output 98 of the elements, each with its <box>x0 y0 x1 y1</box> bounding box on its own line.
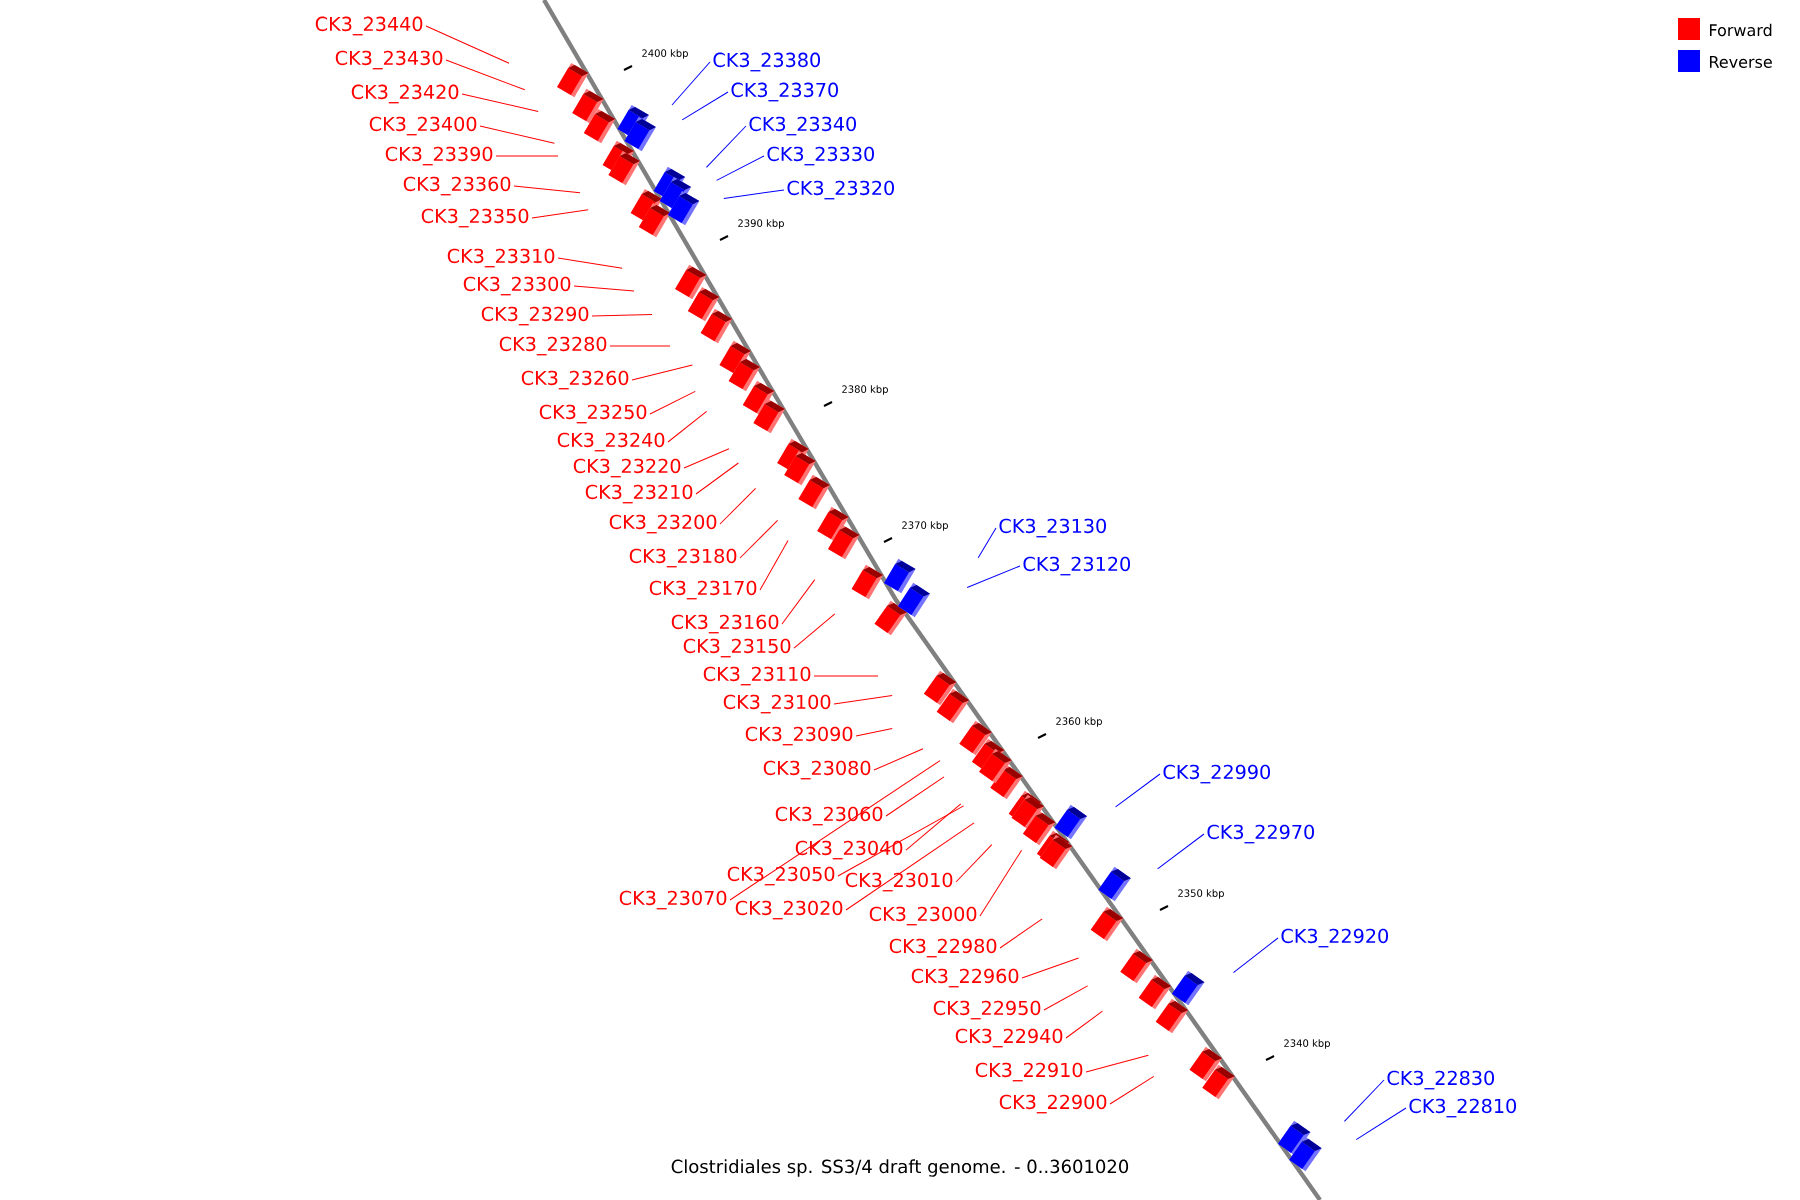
gene-label: CK3_23130 <box>999 518 1106 538</box>
leader-line <box>979 849 1023 917</box>
gene-label: CK3_22960 <box>911 968 1019 988</box>
leader-line <box>573 285 635 292</box>
gene-label: CK3_23370 <box>731 82 838 102</box>
gene-label: CK3_23070 <box>619 890 727 910</box>
leader-line <box>683 448 730 469</box>
gene-label: CK3_23390 <box>385 146 493 166</box>
gene-label: CK3_23280 <box>499 336 607 356</box>
gene-label: CK3_23310 <box>447 248 555 268</box>
gene-label: CK3_23000 <box>869 906 977 926</box>
gene-label: CK3_23220 <box>573 458 681 478</box>
gene-label: CK3_23180 <box>629 548 737 568</box>
gene-label: CK3_22910 <box>975 1062 1083 1082</box>
leader-line <box>729 760 941 901</box>
gene-label: CK3_23250 <box>539 404 647 424</box>
leader-line <box>1355 1107 1407 1141</box>
leader-line <box>999 918 1043 949</box>
leader-line <box>1115 773 1161 808</box>
leader-line <box>1157 833 1205 870</box>
gene-label: CK3_23340 <box>749 116 856 136</box>
leader-line <box>425 25 510 64</box>
gene-label: CK3_23110 <box>703 666 811 686</box>
leader-line <box>1065 1010 1103 1039</box>
leader-line <box>495 155 559 157</box>
leader-line <box>955 844 993 883</box>
gene-label: CK3_22990 <box>1163 764 1270 784</box>
leader-line <box>781 579 816 625</box>
leader-line <box>723 189 785 199</box>
leader-line <box>591 313 653 317</box>
gene-label: CK3_23440 <box>315 16 423 36</box>
leader-line <box>513 185 581 194</box>
gene-label: CK3_23290 <box>481 306 589 326</box>
leader-line <box>845 822 975 911</box>
gene-label: CK3_23380 <box>713 52 820 72</box>
gene-label: CK3_23420 <box>351 84 459 104</box>
leader-line <box>966 565 1021 588</box>
gene-label: CK3_23210 <box>585 484 693 504</box>
leader-line <box>1109 1075 1155 1105</box>
gene-label: CK3_23090 <box>745 726 853 746</box>
gene-label: CK3_23320 <box>787 180 894 200</box>
leader-line <box>631 364 693 381</box>
gene-label: CK3_23260 <box>521 370 629 390</box>
gene-label: CK3_23200 <box>609 514 717 534</box>
gene-label: CK3_23020 <box>735 900 843 920</box>
gene-label: CK3_22980 <box>889 938 997 958</box>
leader-line <box>479 125 555 144</box>
leader-line <box>531 209 589 219</box>
leader-line <box>1021 957 1080 979</box>
gene-label: CK3_23160 <box>671 614 779 634</box>
leader-line <box>873 748 924 771</box>
leader-line <box>1085 1054 1149 1073</box>
gene-label: CK3_22830 <box>1387 1070 1494 1090</box>
leader-line <box>609 345 671 347</box>
gene-label: CK3_23400 <box>369 116 477 136</box>
leader-line <box>671 61 711 106</box>
leader-line <box>793 613 836 649</box>
gene-label: CK3_23120 <box>1023 556 1130 576</box>
gene-label: CK3_23080 <box>763 760 871 780</box>
gene-label: CK3_23360 <box>403 176 511 196</box>
leader-line <box>1043 985 1089 1011</box>
gene-label: CK3_23100 <box>723 694 831 714</box>
legend-label: Reverse <box>1710 56 1772 68</box>
leader-line <box>813 675 879 677</box>
leader-line <box>667 410 708 443</box>
leader-line <box>461 93 539 112</box>
leader-line <box>681 91 729 121</box>
leader-line <box>977 527 997 559</box>
leader-line <box>695 462 739 495</box>
leader-line <box>445 59 526 91</box>
caption: Clostridiales sp. SS3/4 draft genome. - 0..3601020 <box>671 1159 1129 1177</box>
gene-label: CK3_22940 <box>955 1028 1063 1048</box>
leader-line <box>833 695 893 705</box>
gene-label: CK3_22970 <box>1207 824 1314 844</box>
leader-line <box>885 776 945 817</box>
gene-label: CK3_23170 <box>649 580 757 600</box>
leader-line <box>716 155 765 181</box>
gene-label: CK3_23430 <box>335 50 443 70</box>
leader-line <box>719 487 757 525</box>
leader-line <box>1343 1079 1385 1122</box>
leader-line <box>1232 937 1279 974</box>
leader-line <box>759 539 789 591</box>
leader-line <box>557 257 623 269</box>
leader-line <box>855 727 893 737</box>
gene-label: CK3_22900 <box>999 1094 1107 1114</box>
leader-line <box>649 390 696 415</box>
gene-label: CK3_22950 <box>933 1000 1041 1020</box>
gene-label: CK3_23150 <box>683 638 791 658</box>
leader-line <box>705 125 747 168</box>
gene-label: CK3_22920 <box>1281 928 1388 948</box>
legend-label: Forward <box>1710 23 1772 37</box>
gene-label: CK3_23350 <box>421 208 529 228</box>
gene-label: CK3_22810 <box>1409 1098 1516 1118</box>
gene-label: CK3_23300 <box>463 276 571 296</box>
gene-label: CK3_23330 <box>767 146 874 166</box>
leader-line <box>739 519 779 559</box>
leader-line <box>905 803 962 851</box>
gene-label: CK3_23240 <box>557 432 665 452</box>
